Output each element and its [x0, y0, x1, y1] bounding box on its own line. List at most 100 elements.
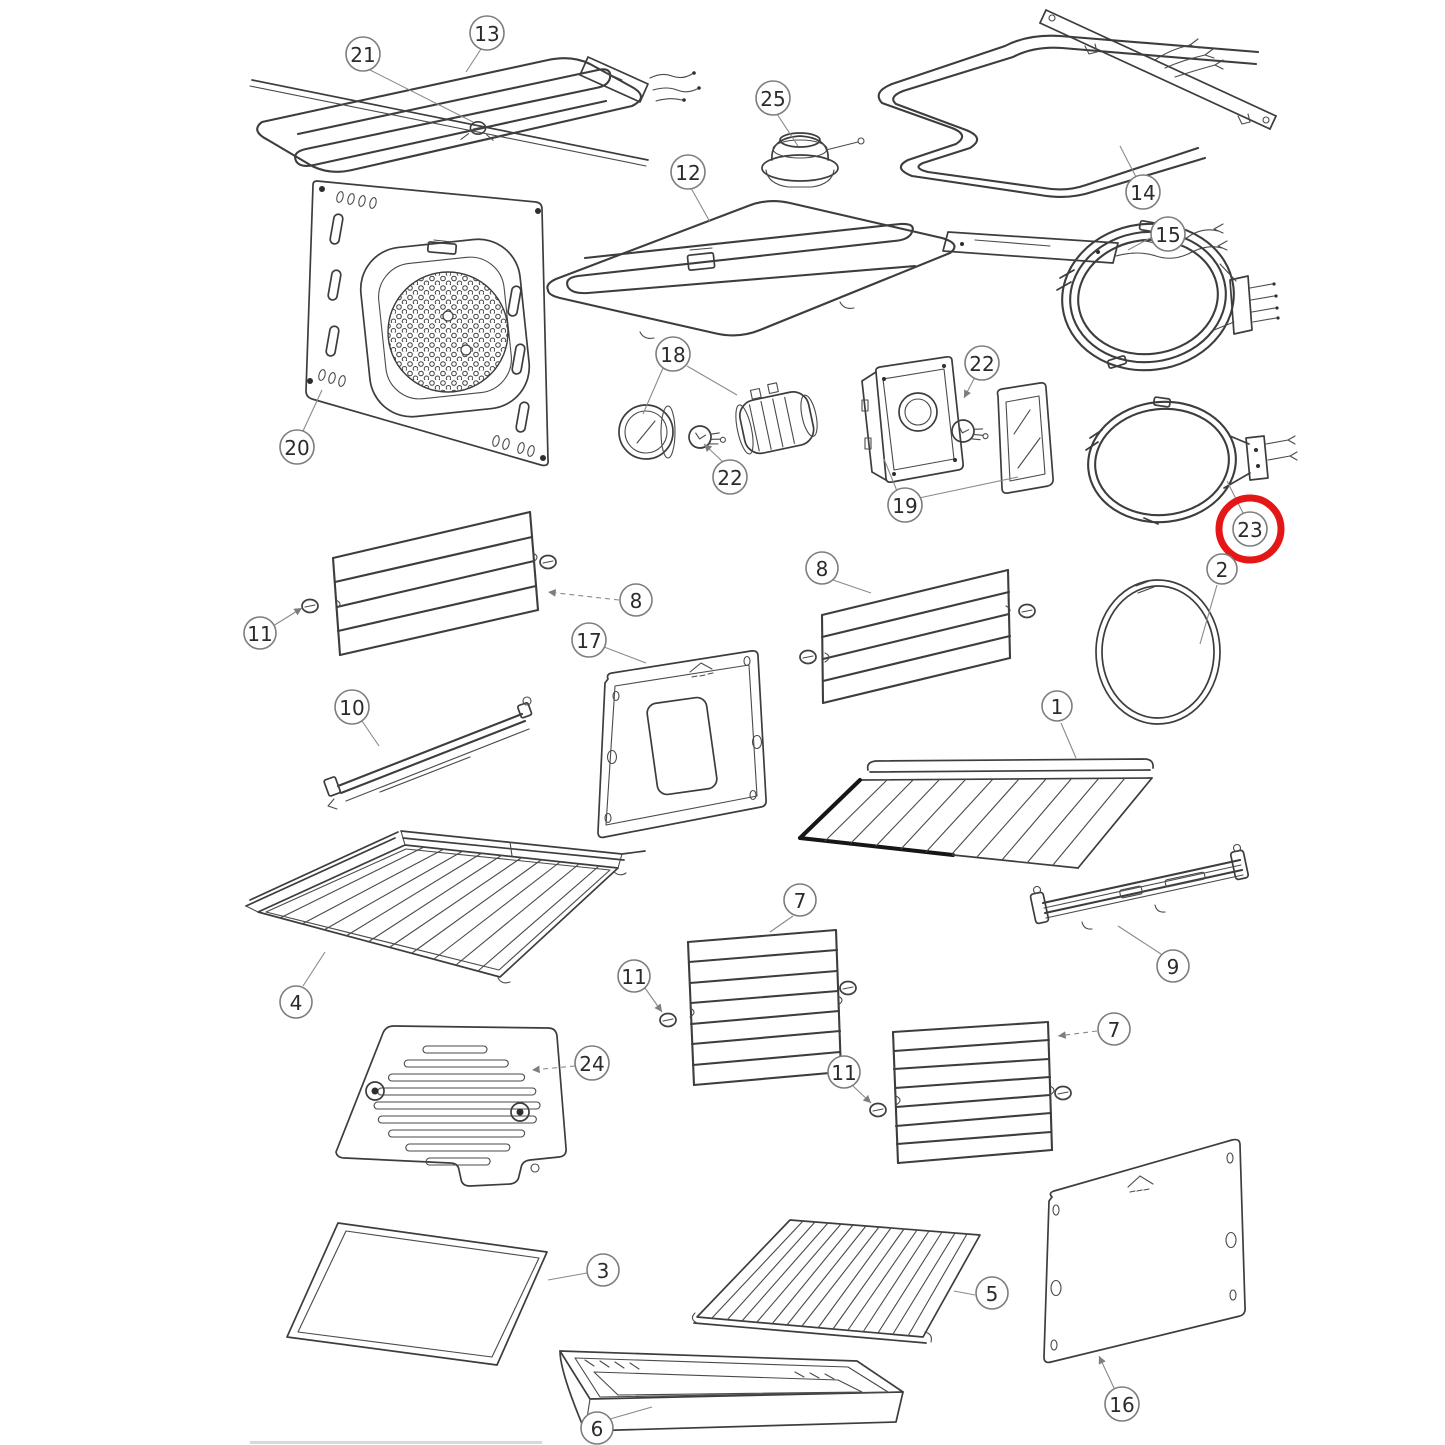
callout-9[interactable]: 9 — [1156, 949, 1190, 983]
svg-text:3: 3 — [597, 1259, 610, 1283]
callout-10[interactable]: 10 — [334, 689, 370, 725]
svg-text:2: 2 — [1216, 558, 1229, 582]
svg-text:11: 11 — [621, 965, 646, 989]
callout-20[interactable]: 20 — [279, 429, 315, 465]
callout-8-right[interactable]: 8 — [805, 551, 839, 585]
svg-text:14: 14 — [1130, 181, 1155, 205]
part-9-telescopic-runner — [1029, 843, 1250, 930]
part-11-screw — [869, 1102, 887, 1118]
louver-vent — [373, 1045, 541, 1166]
callout-23-highlighted[interactable]: 23 — [1215, 494, 1285, 564]
svg-text:20: 20 — [284, 436, 309, 460]
part-20-rear-panel — [305, 180, 549, 467]
callout-21[interactable]: 21 — [345, 36, 381, 72]
part-10-telescopic-runner — [323, 696, 533, 810]
callout-11-left[interactable]: 11 — [243, 616, 277, 650]
part-12-heating-element — [546, 200, 1228, 339]
callouts: 13 21 25 12 14 15 18 22 20 22 19 — [243, 15, 1285, 1445]
callout-25[interactable]: 25 — [755, 80, 791, 116]
svg-text:18: 18 — [660, 343, 685, 367]
svg-text:8: 8 — [816, 557, 829, 581]
svg-text:17: 17 — [576, 629, 601, 653]
callout-7-right[interactable]: 7 — [1097, 1012, 1131, 1046]
callout-14[interactable]: 14 — [1125, 174, 1161, 210]
part-11-screw — [799, 649, 817, 665]
svg-text:10: 10 — [339, 696, 364, 720]
part-8-side-rack-left — [331, 510, 540, 657]
part-3-baking-sheet — [286, 1222, 548, 1366]
part-18-lamp-assembly — [618, 382, 818, 460]
callout-12[interactable]: 12 — [670, 154, 706, 190]
part-15-fan-heating-element — [1056, 219, 1280, 372]
svg-text:5: 5 — [986, 1282, 999, 1306]
svg-text:13: 13 — [474, 22, 499, 46]
part-16-cover-plate — [1043, 1138, 1246, 1364]
part-21-clamp-screw — [460, 121, 494, 141]
callout-19[interactable]: 19 — [887, 487, 923, 523]
svg-text:7: 7 — [1108, 1018, 1121, 1042]
svg-text:25: 25 — [760, 87, 785, 111]
part-24-vent-panel — [335, 1025, 567, 1187]
callout-8-left[interactable]: 8 — [619, 583, 653, 617]
callout-17[interactable]: 17 — [571, 622, 607, 658]
svg-text:11: 11 — [247, 622, 272, 646]
part-11-screw — [301, 598, 319, 614]
callout-15[interactable]: 15 — [1150, 216, 1186, 252]
part-25-thermostat — [761, 132, 865, 188]
part-11-screw — [839, 980, 857, 996]
part-5-grill-rack — [691, 1219, 981, 1344]
part-11-screw — [1018, 603, 1036, 619]
svg-text:19: 19 — [892, 494, 917, 518]
part-22-housing-bulb — [948, 416, 992, 451]
callout-24[interactable]: 24 — [574, 1045, 610, 1081]
svg-text:15: 15 — [1155, 223, 1180, 247]
part-8-side-rack-right — [820, 568, 1012, 705]
svg-text:11: 11 — [831, 1061, 856, 1085]
svg-text:6: 6 — [591, 1417, 604, 1441]
callout-13[interactable]: 13 — [469, 15, 505, 51]
svg-text:4: 4 — [290, 991, 303, 1015]
svg-text:1: 1 — [1051, 695, 1064, 719]
part-7-side-rack-center — [686, 928, 843, 1087]
callout-4[interactable]: 4 — [279, 985, 313, 1019]
svg-text:23: 23 — [1237, 518, 1262, 542]
part-2-door-gasket — [1095, 579, 1221, 725]
svg-text:22: 22 — [969, 352, 994, 376]
svg-text:9: 9 — [1167, 955, 1180, 979]
callout-6[interactable]: 6 — [580, 1411, 614, 1445]
callout-7-center[interactable]: 7 — [783, 883, 817, 917]
callout-2[interactable]: 2 — [1206, 553, 1238, 585]
part-7-side-rack-right — [891, 1020, 1055, 1165]
svg-text:12: 12 — [675, 161, 700, 185]
callout-5[interactable]: 5 — [975, 1276, 1009, 1310]
leader-lines — [272, 48, 1244, 1420]
part-23-ring-heating-element — [1085, 396, 1298, 525]
svg-text:8: 8 — [630, 589, 643, 613]
callout-18[interactable]: 18 — [655, 336, 691, 372]
callout-16[interactable]: 16 — [1104, 1386, 1140, 1422]
svg-text:21: 21 — [350, 43, 375, 67]
part-22-lamp-bulb — [686, 423, 729, 454]
svg-text:22: 22 — [717, 466, 742, 490]
svg-text:24: 24 — [579, 1052, 604, 1076]
callout-22-housing[interactable]: 22 — [964, 345, 1000, 381]
part-11-screw — [659, 1012, 677, 1028]
part-1-wire-shelf — [798, 758, 1154, 869]
part-14-lower-heating-element — [877, 9, 1277, 198]
highlight-ring — [1215, 494, 1285, 564]
callout-1[interactable]: 1 — [1041, 690, 1073, 722]
part-17-cover-plate — [597, 650, 767, 839]
svg-text:7: 7 — [794, 889, 807, 913]
part-11-screw — [539, 554, 557, 570]
callout-11-bottom[interactable]: 11 — [827, 1055, 861, 1089]
callout-3[interactable]: 3 — [586, 1253, 620, 1287]
part-4-wire-shelf-with-runners — [245, 830, 646, 984]
callout-22-lamp[interactable]: 22 — [712, 459, 748, 495]
part-11-screw — [1054, 1085, 1072, 1101]
part-13-grill-heating-element — [249, 56, 701, 173]
cropped-page-edge — [250, 1441, 542, 1444]
part-19-lamp-housing — [861, 355, 1054, 494]
callout-11-center[interactable]: 11 — [617, 959, 651, 993]
